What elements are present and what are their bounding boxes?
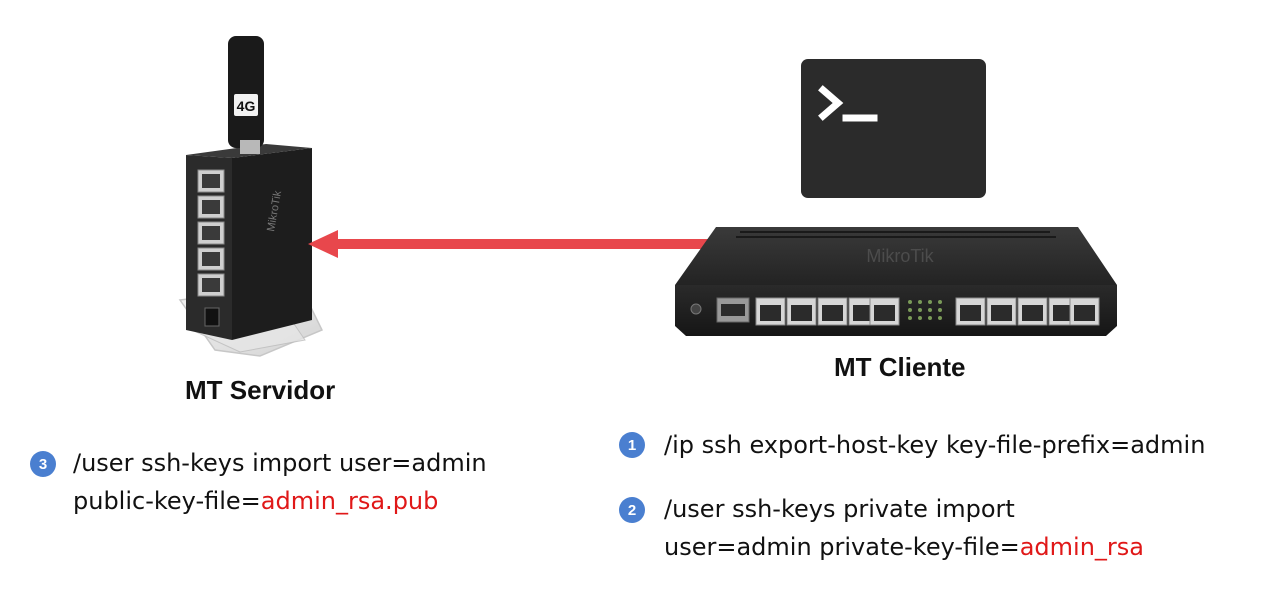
- step-1-command: /ip ssh export-host-key key-file-prefix=…: [664, 426, 1205, 464]
- client-vents: [736, 231, 1056, 238]
- step-2-badge: 2: [619, 497, 645, 523]
- step-3-line-2: public-key-file=admin_rsa.pub: [73, 482, 487, 520]
- server-router-image: MikroTik 4G: [178, 36, 324, 357]
- client-ports-left: [755, 297, 900, 326]
- step-1-badge: 1: [619, 432, 645, 458]
- terminal-icon: [801, 59, 986, 198]
- step-2-line-2: user=admin private-key-file=admin_rsa: [664, 528, 1144, 566]
- step-1-line-1: /ip ssh export-host-key key-file-prefix=…: [664, 431, 1206, 459]
- server-label: MT Servidor: [185, 375, 336, 405]
- client-router-image: MikroTik: [675, 227, 1117, 336]
- arrow-head: [308, 230, 338, 258]
- step-3-line-2-prefix: public-key-file=: [73, 487, 261, 515]
- step-2-command: /user ssh-keys private import user=admin…: [664, 490, 1144, 566]
- step-3-highlight: admin_rsa.pub: [260, 487, 439, 515]
- modem-4g-badge: 4G: [237, 98, 256, 114]
- step-3-command: /user ssh-keys import user=admin public-…: [73, 444, 487, 520]
- server-ports: [197, 169, 225, 327]
- client-top-face: [675, 227, 1117, 285]
- client-label: MT Cliente: [834, 352, 966, 382]
- step-2-line-1: /user ssh-keys private import: [664, 495, 1015, 523]
- usb-4g-modem: 4G: [228, 36, 264, 154]
- client-ports-right: [955, 297, 1100, 326]
- step-3-badge: 3: [30, 451, 56, 477]
- step-2-line-2-prefix: user=admin private-key-file=: [664, 533, 1020, 561]
- connection-arrow: [308, 230, 712, 258]
- server-side-face: [232, 148, 312, 340]
- client-leds: [908, 300, 942, 320]
- step-3-line-1: /user ssh-keys import user=admin: [73, 449, 487, 477]
- client-brand: MikroTik: [866, 246, 934, 266]
- step-2-highlight: admin_rsa: [1019, 533, 1144, 561]
